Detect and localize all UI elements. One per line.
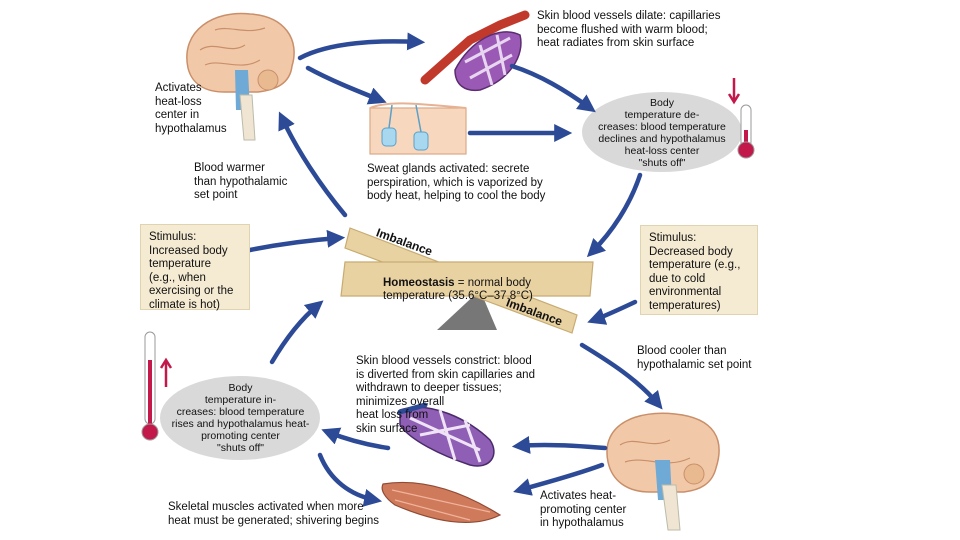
stimulus-decreased-box: Stimulus: Decreased body temperature (e.… <box>640 225 758 315</box>
skeletal-muscles-label: Skeletal muscles activated when more hea… <box>168 501 379 527</box>
temp-increase-ellipse <box>160 376 320 460</box>
activates-heat-loss-label: Activates heat-loss center in hypothalam… <box>155 82 227 135</box>
activates-heat-promoting-label: Activates heat- promoting center in hypo… <box>540 490 627 529</box>
feedback-arrows <box>247 32 663 507</box>
homeostasis-bold: Homeostasis <box>383 276 455 289</box>
homeostasis-label: Homeostasis = normal body temperature (3… <box>383 263 588 304</box>
muscle-icon <box>381 481 502 524</box>
temp-increases-label: Body temperature in- creases: blood temp… <box>171 382 310 454</box>
seesaw-icon <box>340 227 594 334</box>
skin-section-icon <box>369 102 467 155</box>
homeostasis-rest: = normal body temperature (35.6°C–37.8°C… <box>383 276 533 303</box>
skin-constrict-label: Skin blood vessels constrict: blood is d… <box>356 355 535 435</box>
thermometer-icon <box>727 78 755 159</box>
temp-decrease-ellipse <box>582 92 742 172</box>
blood-vessel-icon <box>420 10 530 92</box>
blood-vessel-icon <box>397 402 495 467</box>
blood-warmer-label: Blood warmer than hypothalamic set point <box>194 162 288 201</box>
sweat-glands-label: Sweat glands activated: secrete perspira… <box>367 163 546 202</box>
thermometer-icon <box>141 331 173 441</box>
skin-dilate-label: Skin blood vessels dilate: capillaries b… <box>537 10 721 49</box>
temp-decreases-label: Body temperature de- creases: blood temp… <box>598 97 726 169</box>
brain-icon <box>606 412 720 531</box>
brain-icon <box>186 12 295 141</box>
stimulus-increased-box: Stimulus: Increased body temperature (e.… <box>140 224 250 311</box>
blood-cooler-label: Blood cooler than hypothalamic set point <box>637 345 752 371</box>
